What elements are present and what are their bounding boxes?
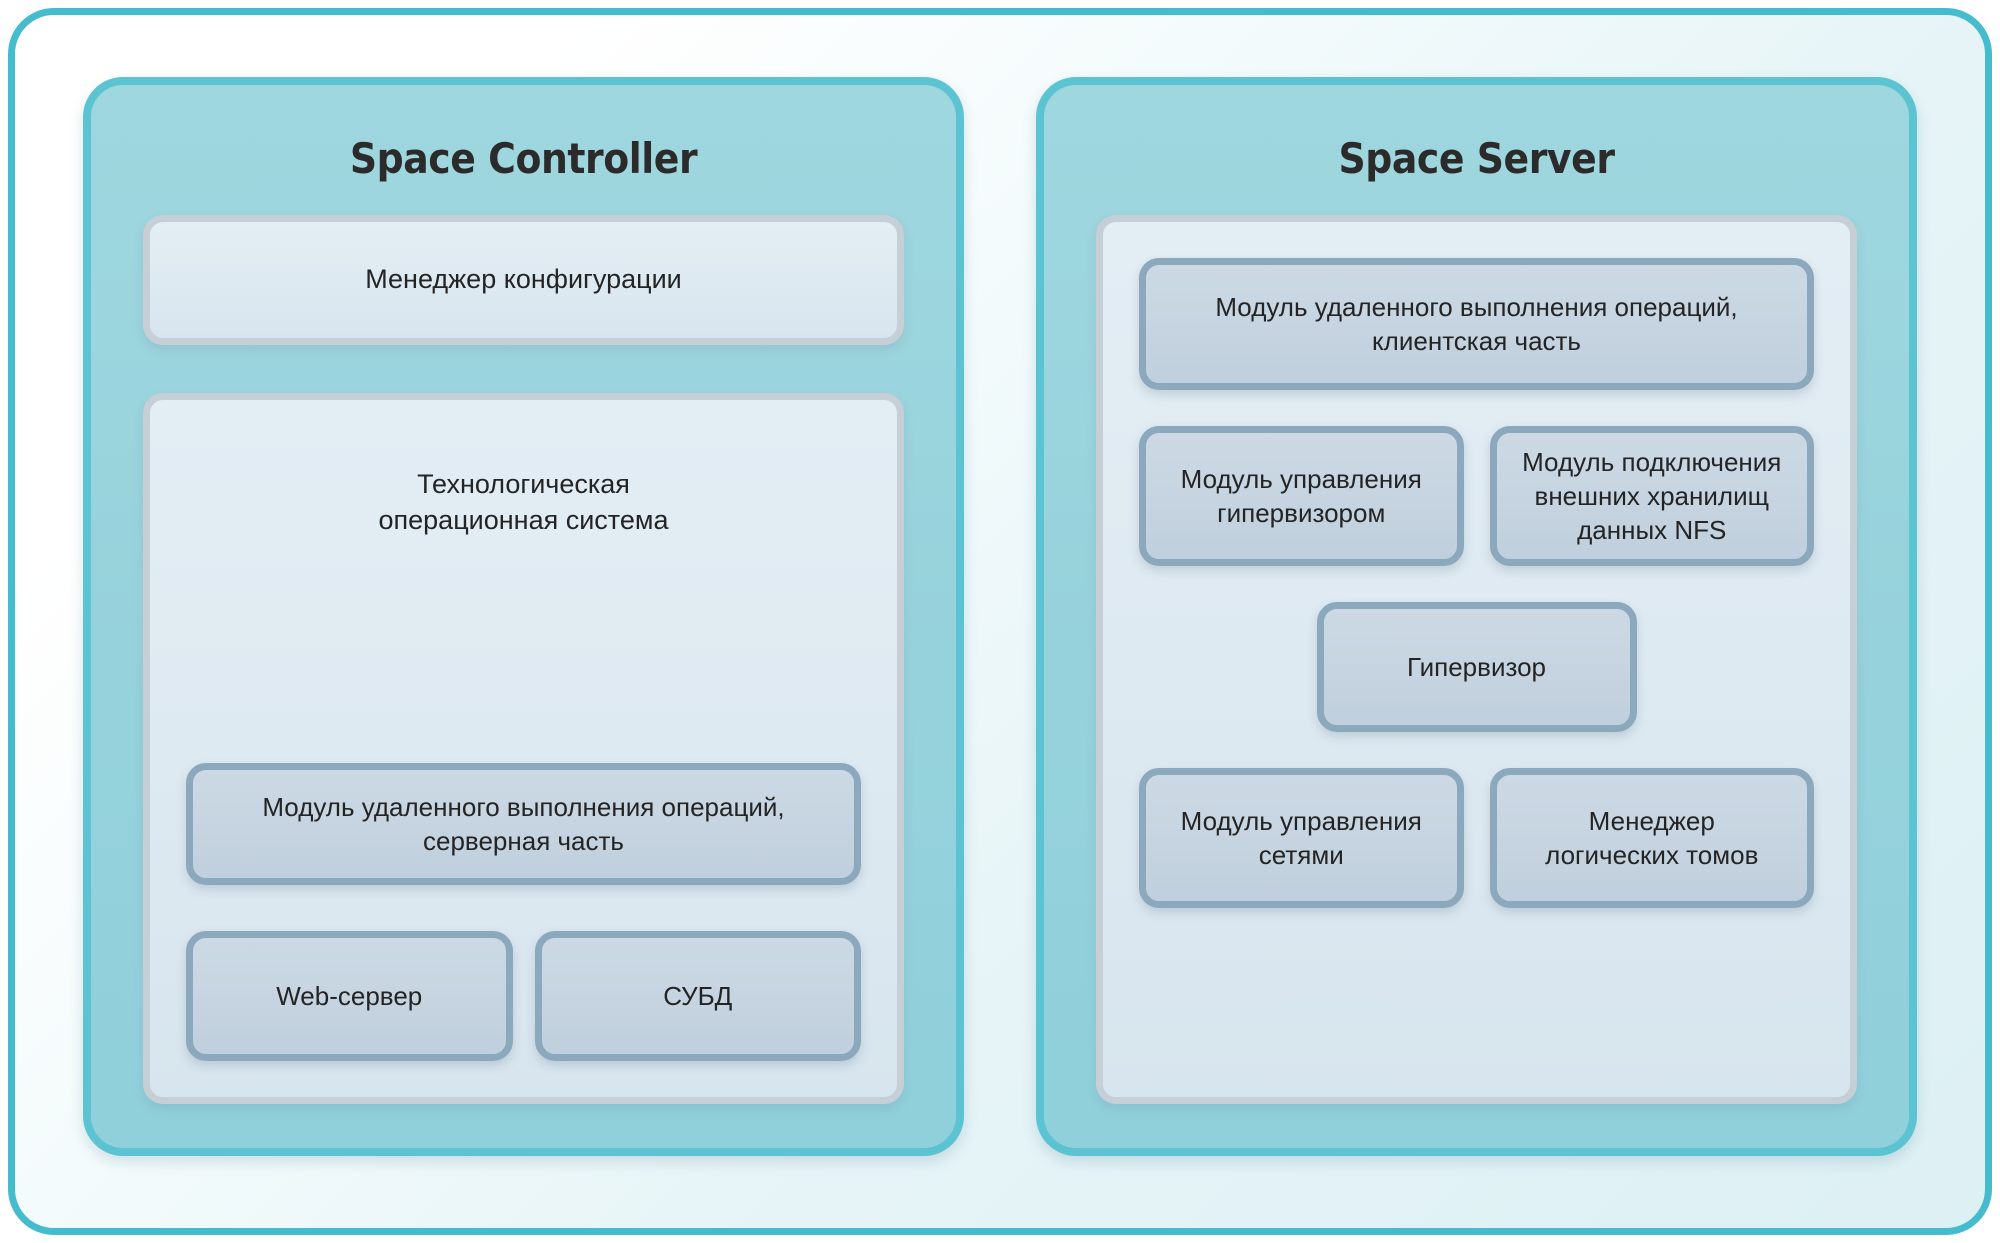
technological-os-label-line1: Технологическая xyxy=(417,469,630,500)
panel-space-controller: Space Controller Менеджер конфигурации Т… xyxy=(83,77,964,1156)
external-nfs-storage-module-label: Модуль подключения внешних хранилищ данн… xyxy=(1522,445,1781,548)
hypervisor-management-module-line2: гипервизором xyxy=(1217,498,1386,529)
technological-os-content: Модуль удаленного выполнения операций, с… xyxy=(150,538,897,1097)
server-bottom-row: Модуль управления сетями Менеджер логиче… xyxy=(1139,768,1814,909)
technological-os-label: Технологическая операционная система xyxy=(150,400,897,538)
server-hypervisor-row: Модуль управления гипервизором Модуль по… xyxy=(1139,426,1814,567)
logical-volume-manager-line1: Менеджер xyxy=(1588,805,1715,836)
remote-execution-module-client-label: Модуль удаленного выполнения операций, к… xyxy=(1215,290,1737,359)
panel-title-space-server: Space Server xyxy=(1338,134,1615,183)
outer-frame: Space Controller Менеджер конфигурации Т… xyxy=(8,8,1992,1235)
box-web-server: Web-сервер xyxy=(186,931,513,1061)
box-hypervisor: Гипервизор xyxy=(1316,602,1637,733)
remote-execution-module-server-line1: Модуль удаленного выполнения операций, xyxy=(262,791,785,822)
network-management-module-line2: сетями xyxy=(1258,840,1344,871)
external-nfs-storage-module-line1: Модуль подключения xyxy=(1522,446,1782,477)
box-network-management-module: Модуль управления сетями xyxy=(1139,768,1464,909)
panel-title-space-controller: Space Controller xyxy=(349,134,698,183)
remote-execution-module-server-line2: серверная часть xyxy=(423,826,624,856)
external-nfs-storage-module-line2: внешних хранилищ xyxy=(1534,480,1769,511)
logical-volume-manager-label: Менеджер логических томов xyxy=(1545,804,1758,873)
panel-space-server: Space Server Модуль удаленного выполнени… xyxy=(1036,77,1917,1156)
box-remote-execution-module-server: Модуль удаленного выполнения операций, с… xyxy=(186,763,861,885)
network-management-module-label: Модуль управления сетями xyxy=(1181,804,1422,873)
technological-os-label-line2: операционная система xyxy=(378,505,669,536)
server-inner-container: Модуль удаленного выполнения операций, к… xyxy=(1096,215,1857,1104)
hypervisor-row-wrapper: Гипервизор xyxy=(1139,602,1814,733)
box-external-nfs-storage-module: Модуль подключения внешних хранилищ данн… xyxy=(1489,426,1814,567)
controller-bottom-row: Web-сервер СУБД xyxy=(186,931,861,1061)
box-technological-os: Технологическая операционная система Мод… xyxy=(143,393,904,1104)
box-remote-execution-module-client: Модуль удаленного выполнения операций, к… xyxy=(1139,258,1814,391)
box-logical-volume-manager: Менеджер логических томов xyxy=(1489,768,1814,909)
remote-execution-module-client-line1: Модуль удаленного выполнения операций, xyxy=(1215,291,1738,322)
box-configuration-manager: Менеджер конфигурации xyxy=(143,215,904,346)
logical-volume-manager-line2: логических томов xyxy=(1545,840,1759,871)
box-dbms: СУБД xyxy=(534,931,861,1061)
network-management-module-line1: Модуль управления xyxy=(1180,805,1422,836)
hypervisor-management-module-line1: Модуль управления xyxy=(1180,463,1422,494)
remote-execution-module-server-label: Модуль удаленного выполнения операций, с… xyxy=(262,790,784,859)
box-hypervisor-management-module: Модуль управления гипервизором xyxy=(1139,426,1464,567)
remote-execution-module-client-line2: клиентская часть xyxy=(1372,326,1581,357)
external-nfs-storage-module-line3: данных NFS xyxy=(1577,515,1727,546)
hypervisor-management-module-label: Модуль управления гипервизором xyxy=(1181,462,1422,531)
